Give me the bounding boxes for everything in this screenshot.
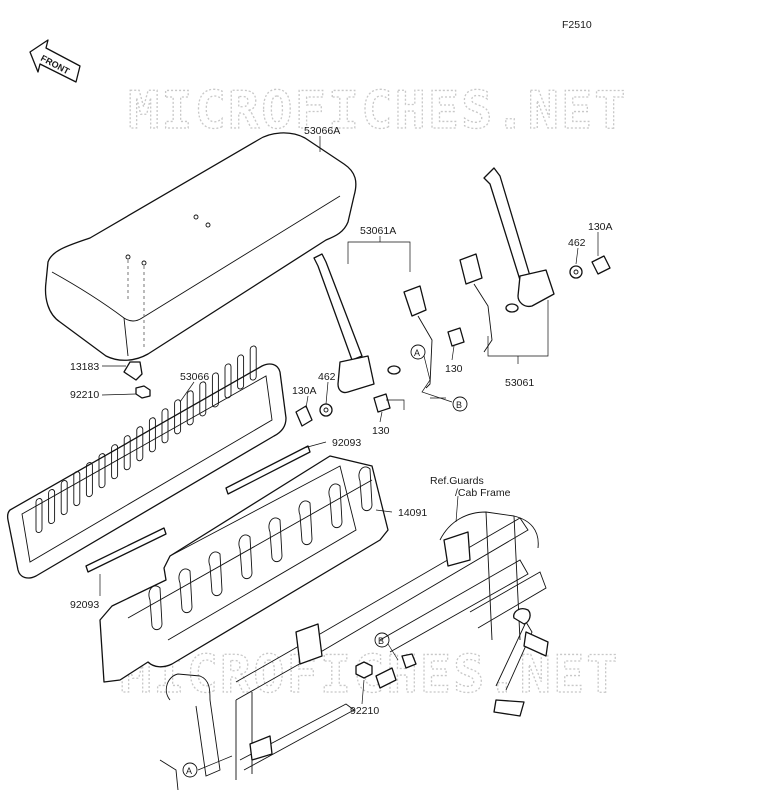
bracket-13183: [123, 361, 143, 381]
panel-hook: [208, 551, 223, 597]
watermark-top: MICROFICHES.NET: [128, 81, 628, 141]
bolt-130-right: [447, 327, 465, 347]
label-462-right: 462: [568, 237, 586, 249]
washer-462-left: [319, 403, 333, 417]
seat-belt-right: [459, 167, 555, 353]
seat-back-slot: [211, 372, 219, 408]
svg-text:A: A: [414, 348, 420, 358]
seat-belt-left: [313, 253, 433, 394]
label-130-left: 130: [372, 425, 390, 437]
label-130-right: 130: [445, 363, 463, 375]
bolt-130a-left: [295, 405, 313, 427]
label-53061: 53061: [505, 377, 534, 389]
panel-hooks: [148, 466, 373, 631]
seat-back-slot: [148, 417, 156, 453]
leader-a-b: [421, 355, 453, 403]
seat-back-slot: [174, 399, 182, 435]
seat-back-slot: [111, 444, 119, 480]
seat-back-slot: [123, 435, 131, 471]
callout-b-upper: B: [452, 396, 468, 412]
bolt-130-left: [373, 393, 391, 413]
seat-back-slot: [60, 480, 68, 516]
label-53066a: 53066A: [304, 125, 340, 137]
panel-hook: [238, 534, 253, 580]
svg-text:B: B: [378, 636, 384, 646]
label-92210-lower: 92210: [350, 705, 379, 717]
washer-462-right: [569, 265, 583, 279]
panel-hook: [178, 568, 193, 614]
label-53061a: 53061A: [360, 225, 396, 237]
seat-cushion: [44, 132, 357, 361]
seat-back-slot: [98, 453, 106, 489]
leader-a-lower: [197, 755, 233, 771]
callout-a-lower: A: [182, 762, 198, 778]
strip-92093-upper: [225, 445, 311, 495]
label-14091: 14091: [398, 507, 427, 519]
seat-back-slot: [224, 363, 232, 399]
reference-note-line1: Ref.Guards: [430, 475, 484, 487]
seat-back-slots: [35, 345, 257, 534]
leader-lines: [99, 136, 599, 705]
panel-hook: [148, 585, 163, 631]
label-130a-left: 130A: [292, 385, 317, 397]
panel-hook: [358, 466, 373, 512]
label-130a-right: 130A: [588, 221, 613, 233]
seat-back-slot: [199, 381, 207, 417]
label-13183: 13183: [70, 361, 99, 373]
label-53066: 53066: [180, 371, 209, 383]
group-bracket-left: [347, 236, 411, 272]
leader-b-lower: [387, 643, 399, 661]
seat-back-slot: [186, 390, 194, 426]
label-92093-upper: 92093: [332, 437, 361, 449]
seat-back-slot: [73, 471, 81, 507]
label-92093-lower: 92093: [70, 599, 99, 611]
seat-back-slot: [48, 489, 56, 525]
seat-back-slot: [35, 498, 43, 534]
front-arrow-icon: FRONT: [29, 39, 81, 83]
washer-right-belt: [505, 303, 519, 313]
callout-b-lower: B: [374, 632, 390, 648]
cab-frame-reference: [159, 511, 549, 791]
label-92210-upper: 92210: [70, 389, 99, 401]
label-462-left: 462: [318, 371, 336, 383]
figure-code: F2510: [562, 19, 592, 31]
reference-note-line2: /Cab Frame: [455, 487, 511, 499]
panel-hook: [328, 483, 343, 529]
nut-92210-upper: [135, 385, 151, 399]
callout-a-upper: A: [410, 344, 426, 360]
seat-back-slot: [237, 354, 245, 390]
washer-left-belt: [387, 365, 401, 375]
svg-text:B: B: [456, 400, 462, 410]
panel-hook: [268, 517, 283, 563]
seat-back: [6, 363, 287, 579]
nut-92210-lower: [355, 661, 373, 679]
group-bracket-right: [487, 300, 549, 364]
seat-back-slot: [249, 345, 257, 381]
strip-92093-lower: [85, 527, 167, 573]
svg-text:A: A: [186, 766, 192, 776]
seat-back-slot: [85, 462, 93, 498]
bracket-130-left: [386, 397, 446, 410]
seat-back-slot: [161, 408, 169, 444]
seat-back-slot: [136, 426, 144, 462]
panel-14091: [99, 455, 389, 683]
panel-hook: [298, 500, 313, 546]
bolt-130a-right: [591, 255, 611, 275]
